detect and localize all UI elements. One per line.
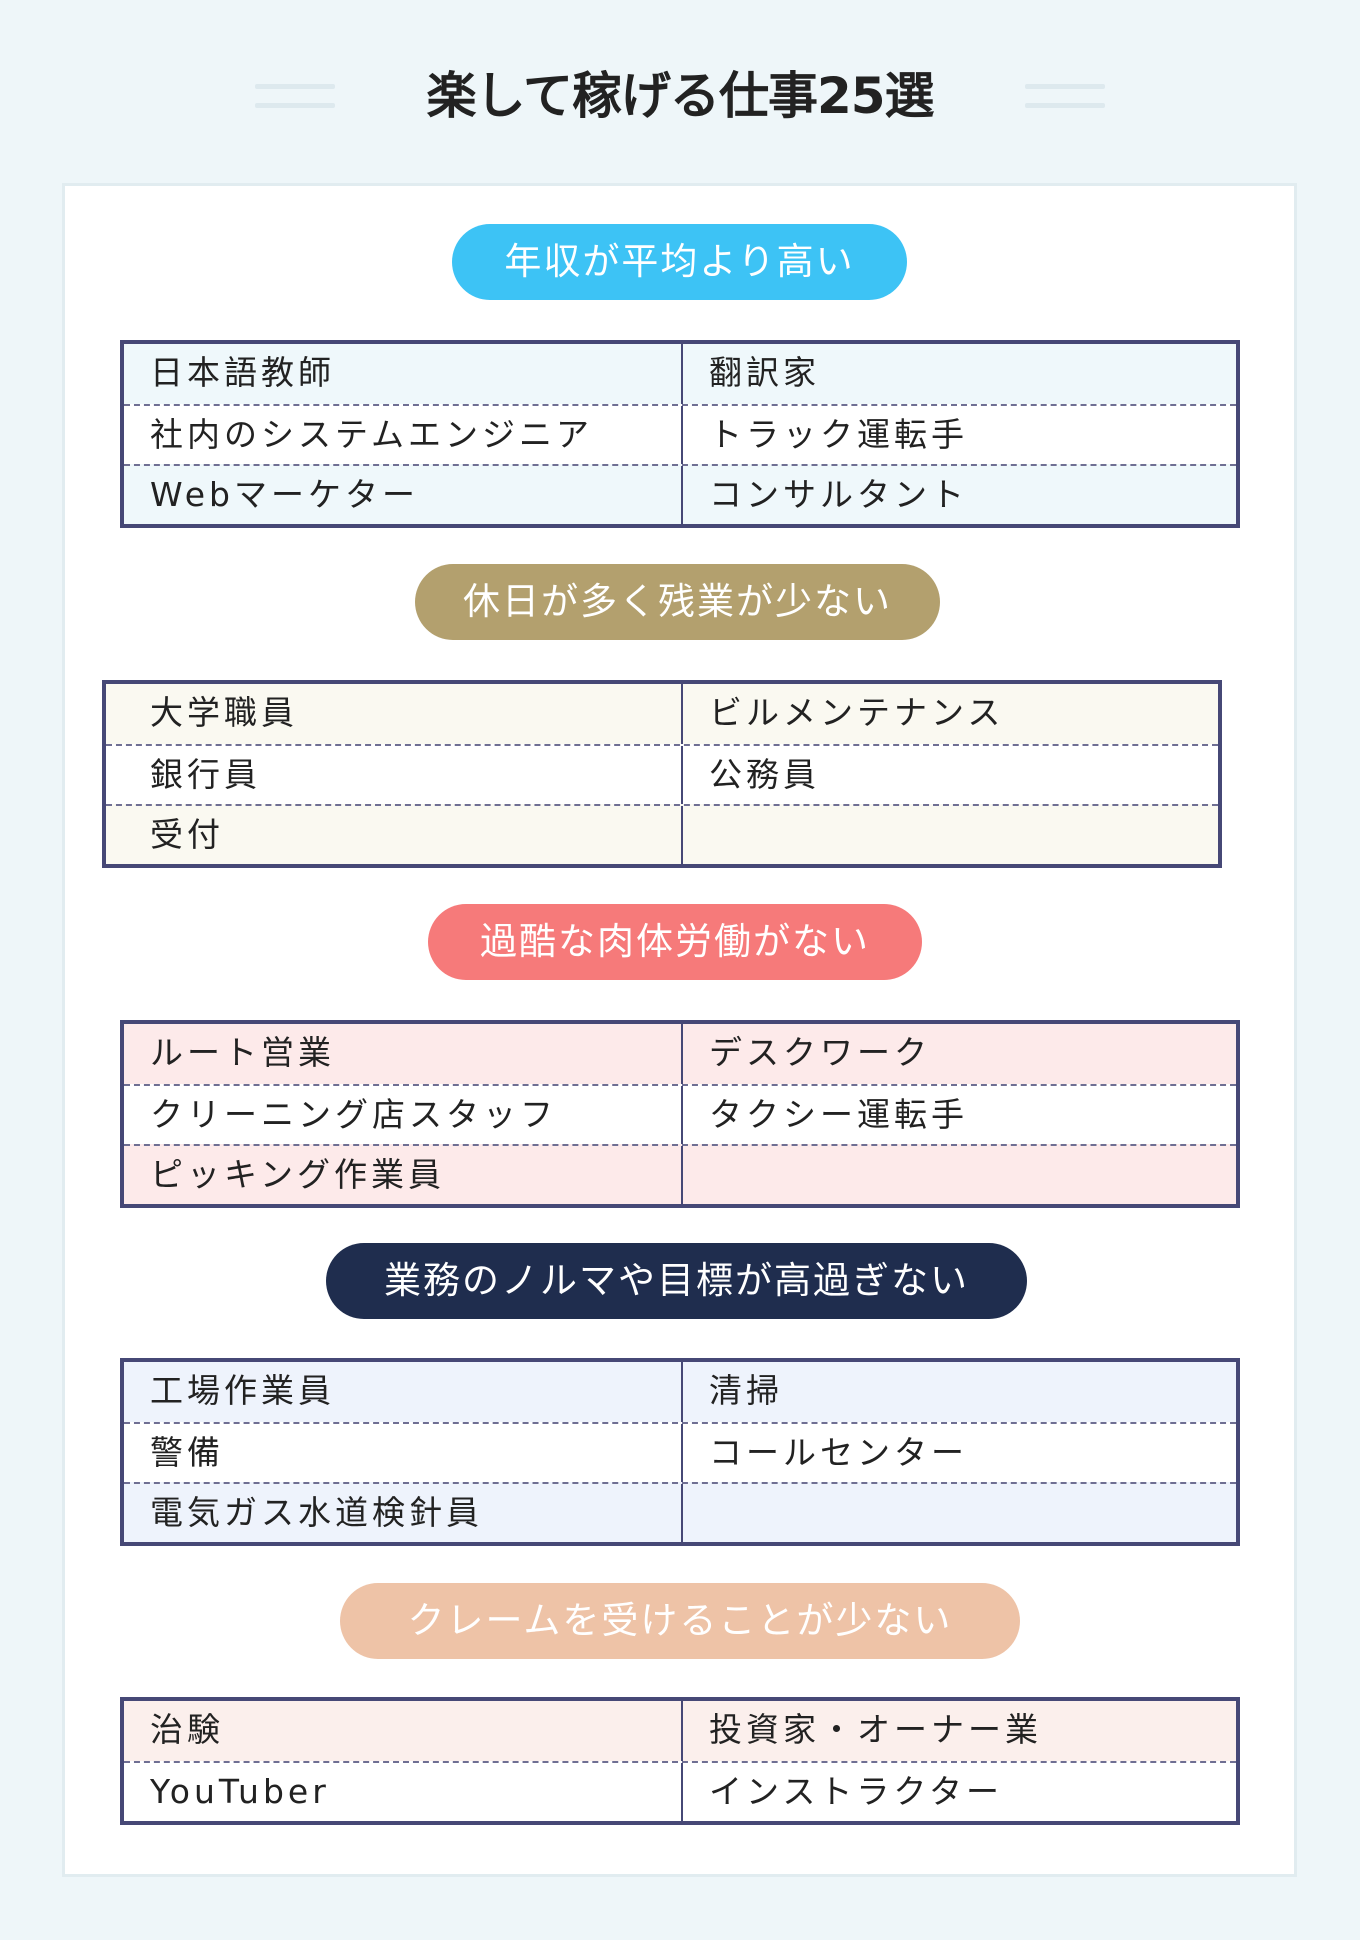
table-cell: コールセンター	[709, 1433, 968, 1472]
table-cell: 警備	[124, 1424, 683, 1482]
table-cell: 公務員	[709, 755, 820, 794]
table-row: 電気ガス水道検針員	[124, 1482, 1236, 1542]
table-cell: トラック運転手	[709, 415, 968, 454]
table-cell	[683, 1146, 1236, 1204]
table-row: 警備 コールセンター	[124, 1422, 1236, 1482]
table-row: 治験 投資家・オーナー業	[124, 1701, 1236, 1761]
table-row: 日本語教師 翻訳家	[124, 344, 1236, 404]
table-row: 社内のシステムエンジニア トラック運転手	[124, 404, 1236, 464]
table-cell: ルート営業	[124, 1024, 683, 1084]
title-decoration-line	[255, 103, 335, 108]
table-row: YouTuber インストラクター	[124, 1761, 1236, 1821]
table-cell: 日本語教師	[124, 344, 683, 404]
table-cell: 清掃	[709, 1371, 783, 1410]
table-cell: 銀行員	[106, 746, 683, 804]
table-cell: タクシー運転手	[709, 1095, 968, 1134]
table-cell: 大学職員	[106, 684, 683, 744]
table-cell: ピッキング作業員	[124, 1146, 683, 1204]
page-title: 楽して稼げる仕事25選	[426, 67, 934, 125]
jobs-table: ルート営業 デスクワーク クリーニング店スタッフ タクシー運転手 ピッキング作業…	[120, 1020, 1240, 1208]
title-area: 楽して稼げる仕事25選	[0, 62, 1360, 132]
table-cell: YouTuber	[124, 1763, 683, 1821]
jobs-table: 治験 投資家・オーナー業 YouTuber インストラクター	[120, 1697, 1240, 1825]
table-row: 受付	[106, 804, 1218, 864]
table-cell: 電気ガス水道検針員	[124, 1484, 683, 1542]
title-decoration-line	[255, 84, 335, 89]
table-row: Webマーケター コンサルタント	[124, 464, 1236, 524]
table-row: ルート営業 デスクワーク	[124, 1024, 1236, 1084]
table-cell	[683, 1484, 1236, 1542]
table-cell	[683, 806, 1218, 864]
table-cell: インストラクター	[709, 1772, 1004, 1811]
title-decoration-line	[1025, 84, 1105, 89]
table-row: 大学職員 ビルメンテナンス	[106, 684, 1218, 744]
title-decoration-line	[1025, 103, 1105, 108]
table-row: 銀行員 公務員	[106, 744, 1218, 804]
table-cell: デスクワーク	[709, 1033, 931, 1072]
jobs-table: 工場作業員 清掃 警備 コールセンター 電気ガス水道検針員	[120, 1358, 1240, 1546]
section-heading-pill: 過酷な肉体労働がない	[428, 904, 922, 980]
table-row: ピッキング作業員	[124, 1144, 1236, 1204]
table-cell: 投資家・オーナー業	[709, 1710, 1042, 1749]
table-cell: ビルメンテナンス	[709, 693, 1005, 732]
table-cell: 工場作業員	[124, 1362, 683, 1422]
table-row: 工場作業員 清掃	[124, 1362, 1236, 1422]
table-cell: 翻訳家	[709, 353, 820, 392]
section-heading-pill: クレームを受けることが少ない	[340, 1583, 1020, 1659]
table-cell: 受付	[106, 806, 683, 864]
table-cell: 社内のシステムエンジニア	[124, 406, 683, 464]
jobs-table: 大学職員 ビルメンテナンス 銀行員 公務員 受付	[102, 680, 1222, 868]
section-heading-pill: 年収が平均より高い	[452, 224, 907, 300]
section-heading-pill: 休日が多く残業が少ない	[415, 564, 940, 640]
table-cell: クリーニング店スタッフ	[124, 1086, 683, 1144]
table-row: クリーニング店スタッフ タクシー運転手	[124, 1084, 1236, 1144]
section-heading-pill: 業務のノルマや目標が高過ぎない	[326, 1243, 1027, 1319]
table-cell: コンサルタント	[709, 475, 968, 514]
jobs-table: 日本語教師 翻訳家 社内のシステムエンジニア トラック運転手 Webマーケター …	[120, 340, 1240, 528]
table-cell: Webマーケター	[124, 466, 683, 524]
table-cell: 治験	[124, 1701, 683, 1761]
